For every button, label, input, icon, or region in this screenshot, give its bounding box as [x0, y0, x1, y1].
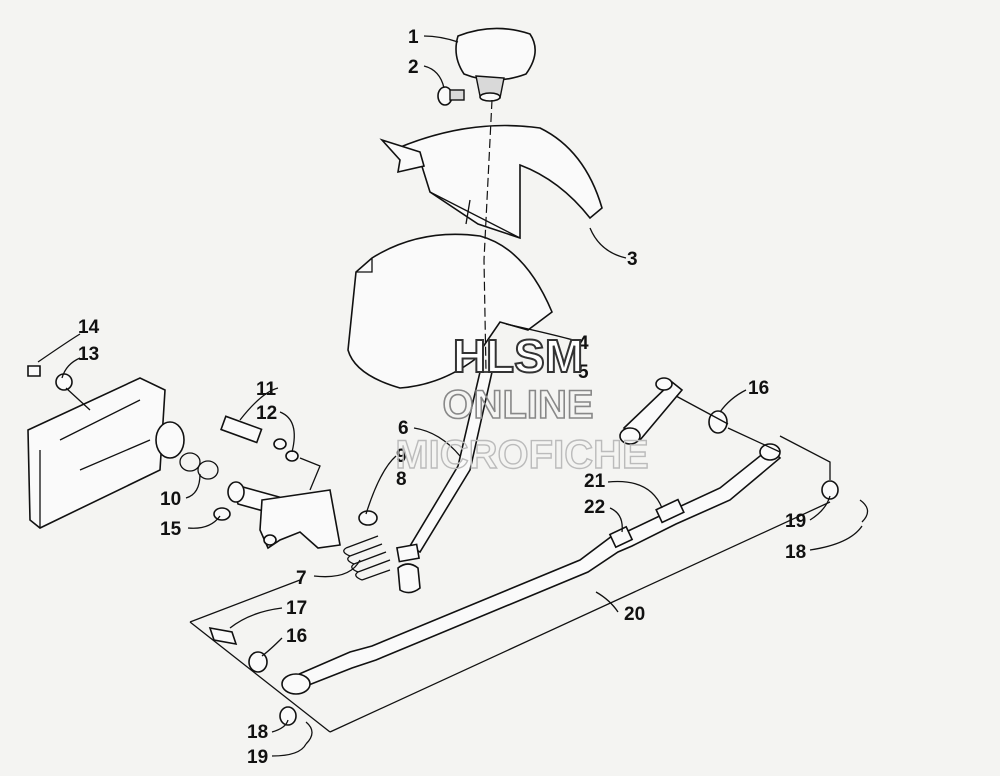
callout-11: 11: [256, 379, 277, 400]
leader-lines: [37, 35, 863, 757]
front-shift-cover: [347, 233, 553, 389]
callout-16-lower: 16: [286, 626, 307, 647]
callout-8: 8: [396, 469, 407, 490]
callout-18-right: 18: [785, 542, 806, 563]
shift-knob: [455, 27, 536, 102]
callouts: 1 2 3 4 5 6 7 8 9 10 11 12 13 14 15 16 1…: [78, 27, 806, 768]
callout-14: 14: [78, 317, 100, 338]
clips: [279, 480, 869, 745]
frame-bracket: [27, 365, 185, 529]
callout-5: 5: [578, 362, 589, 383]
callout-1: 1: [408, 27, 419, 48]
callout-20: 20: [624, 604, 645, 625]
o-rings: [179, 452, 219, 480]
knob-screw: [437, 86, 465, 106]
callout-16-upper: 16: [748, 378, 769, 399]
callout-7: 7: [296, 568, 307, 589]
shift-lever: [396, 371, 493, 594]
pivot-bracket: [213, 481, 341, 550]
callout-9: 9: [396, 446, 407, 467]
ball-joint-lower: [208, 626, 268, 673]
callout-19-left: 19: [247, 747, 268, 768]
callout-22: 22: [584, 497, 605, 518]
callout-4: 4: [578, 333, 589, 354]
watermark-line2: ONLINE: [442, 383, 593, 427]
rear-shift-cover: [379, 124, 603, 240]
shift-rod: [281, 443, 782, 695]
callout-19-right: 19: [785, 511, 806, 532]
assembly-lines: [65, 387, 831, 733]
assembly-axis: [483, 99, 493, 373]
pivot-bolt: [220, 415, 299, 462]
callout-2: 2: [408, 57, 419, 78]
watermark-line1: HLSM: [453, 330, 583, 382]
callout-3: 3: [627, 249, 638, 270]
callout-10: 10: [160, 489, 181, 510]
callout-12: 12: [256, 403, 277, 424]
callout-17: 17: [286, 598, 307, 619]
coil-spring: [343, 535, 391, 581]
watermark: HLSM ONLINE MICROFICHE: [395, 329, 650, 478]
callout-13: 13: [78, 344, 99, 365]
callout-6: 6: [398, 418, 409, 439]
watermark-line3: MICROFICHE: [395, 433, 648, 477]
washer: [358, 510, 378, 526]
callout-18-left: 18: [247, 722, 268, 743]
callout-21: 21: [584, 471, 606, 492]
callout-15: 15: [160, 519, 182, 540]
